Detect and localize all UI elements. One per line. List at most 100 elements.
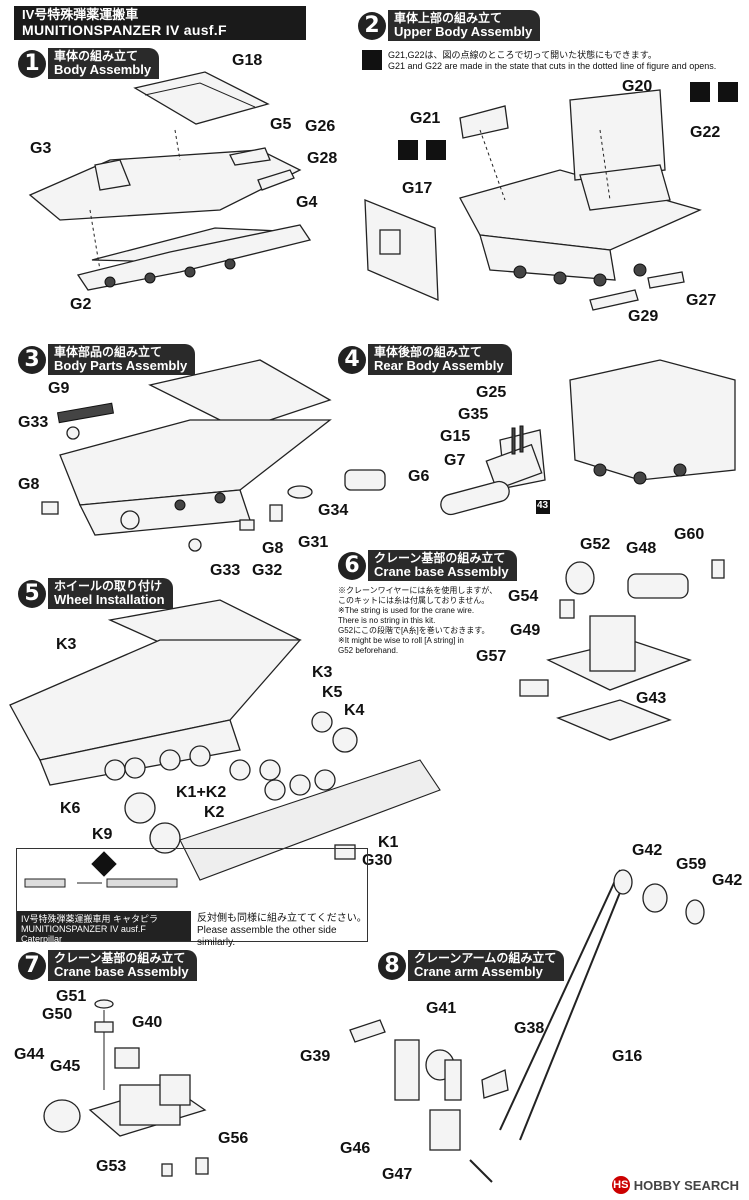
part-label: G45 xyxy=(50,1058,81,1075)
part-label: G4 xyxy=(296,194,318,211)
step-title-en: Rear Body Assembly xyxy=(374,358,504,373)
step-8-crane-arm-drawing xyxy=(349,869,705,1183)
part-label: G54 xyxy=(508,588,539,605)
part-label: G15 xyxy=(440,428,471,445)
caterpillar-inset: IV号特殊弾薬運搬車用 キャタピラ MUNITIONSPANZER IV aus… xyxy=(16,848,368,948)
part-label: G34 xyxy=(318,502,349,519)
step-title-en: Upper Body Assembly xyxy=(394,24,533,39)
note-line: ※The string is used for the crane wire. xyxy=(338,606,475,615)
step-title-en: Body Parts Assembly xyxy=(54,358,188,373)
step-number: 1 xyxy=(18,49,46,78)
part-label: K3 xyxy=(56,636,77,653)
step-title-jp: クレーン基部の組み立て xyxy=(54,951,186,965)
part-label: G41 xyxy=(426,1000,457,1017)
part-label: G46 xyxy=(340,1140,371,1157)
part-label: G7 xyxy=(444,452,466,469)
step-number: 3 xyxy=(18,345,46,374)
part-label: G39 xyxy=(300,1048,331,1065)
part-label: G29 xyxy=(628,308,659,325)
step-2-note-jp: G21,G22は、図の点線のところで切って開いた状態にもできます。 xyxy=(388,50,657,60)
part-label: G59 xyxy=(676,856,707,873)
step-title-en: Body Assembly xyxy=(54,62,152,77)
step-6-note: ※クレーンワイヤーには糸を使用しますが、 このキットには糸は付属しておりません。… xyxy=(338,586,498,656)
part-label: G53 xyxy=(96,1158,127,1175)
part-label: G8 xyxy=(262,540,284,557)
step-title-en: Crane base Assembly xyxy=(374,564,509,579)
step-4-rear-body-drawing xyxy=(440,359,736,516)
part-label: G28 xyxy=(307,150,338,167)
step-number: 8 xyxy=(378,951,406,980)
step-7-crane-base-drawing xyxy=(43,999,209,1177)
step-2-note: G21,G22は、図の点線のところで切って開いた状態にもできます。 G21 an… xyxy=(388,50,743,72)
step-number: 4 xyxy=(338,345,366,374)
note-line: ※クレーンワイヤーには糸を使用しますが、 xyxy=(338,586,498,595)
caterpillar-caption: IV号特殊弾薬運搬車用 キャタピラ MUNITIONSPANZER IV aus… xyxy=(17,911,191,944)
part-label: G35 xyxy=(458,406,489,423)
part-label: K3 xyxy=(312,664,333,681)
part-label: G40 xyxy=(132,1014,163,1031)
cut-option-icon xyxy=(362,50,382,70)
part-label: G47 xyxy=(382,1166,413,1183)
step-title-en: Crane base Assembly xyxy=(54,964,189,979)
part-label: G5 xyxy=(270,116,292,133)
step-1-hull-drawing xyxy=(28,71,312,291)
part-label: G33 xyxy=(18,414,49,431)
step-number: 6 xyxy=(338,551,366,580)
caption-jp: IV号特殊弾薬運搬車用 キャタピラ xyxy=(21,914,159,924)
part-label: G49 xyxy=(510,622,541,639)
part-label: K6 xyxy=(60,800,81,817)
part-label: G44 xyxy=(14,1046,45,1063)
step-5-wheels-drawing xyxy=(9,599,441,881)
part-label: G8 xyxy=(18,476,40,493)
part-label: G57 xyxy=(476,648,507,665)
note-line: ※It might be wise to roll [A string] in xyxy=(338,636,464,645)
step-6-crane-base-drawing xyxy=(519,559,725,741)
part-label: G6 xyxy=(408,468,430,485)
part-label: G51 xyxy=(56,988,87,1005)
step-title-en: Wheel Installation xyxy=(54,592,165,607)
part-label: G9 xyxy=(48,380,70,397)
note-line: G52 beforehand. xyxy=(338,646,399,655)
part-label: G32 xyxy=(252,562,283,579)
step-title-jp: 車体の組み立て xyxy=(54,49,139,63)
part-label: G30 xyxy=(362,852,393,869)
part-label: G22 xyxy=(690,124,721,141)
part-label: G60 xyxy=(674,526,705,543)
part-label: K4 xyxy=(344,702,365,719)
model-title-banner: IV号特殊弾薬運搬車 MUNITIONSPANZER IV ausf.F xyxy=(14,6,306,40)
part-label: G48 xyxy=(626,540,657,557)
part-label: K2 xyxy=(204,804,225,821)
part-label: G27 xyxy=(686,292,717,309)
part-label: K9 xyxy=(92,826,113,843)
note-line: このキットには糸は付属しておりません。 xyxy=(338,596,490,605)
step-number: 7 xyxy=(18,951,46,980)
caption-en: MUNITIONSPANZER IV ausf.F Caterpillar xyxy=(21,924,146,944)
note-jp: 反対側も同様に組み立ててください。 xyxy=(197,913,367,924)
note-line: G52にこの段階で[A糸]を巻いておきます。 xyxy=(338,626,490,635)
note-line: There is no string in this kit. xyxy=(338,616,436,625)
other-side-note: 反対側も同様に組み立ててください。 Please assemble the ot… xyxy=(197,913,367,949)
part-label: G50 xyxy=(42,1006,73,1023)
step-title-jp: ホイールの取り付け xyxy=(54,579,163,593)
part-label: G52 xyxy=(580,536,611,553)
note-en: Please assemble the other side similarly… xyxy=(197,925,337,948)
part-label: K1+K2 xyxy=(176,784,227,801)
model-title-en: MUNITIONSPANZER IV ausf.F xyxy=(22,22,227,38)
part-label: K5 xyxy=(322,684,343,701)
step-title-jp: クレーン基部の組み立て xyxy=(374,551,506,565)
step-3-body-parts-drawing xyxy=(41,359,386,552)
part-label: G56 xyxy=(218,1130,249,1147)
part-label: G17 xyxy=(402,180,433,197)
part-label: G42 xyxy=(712,872,743,889)
hobby-search-logo-icon: HS xyxy=(611,1176,630,1194)
step-number: 2 xyxy=(358,11,386,40)
part-label: G26 xyxy=(305,118,336,135)
